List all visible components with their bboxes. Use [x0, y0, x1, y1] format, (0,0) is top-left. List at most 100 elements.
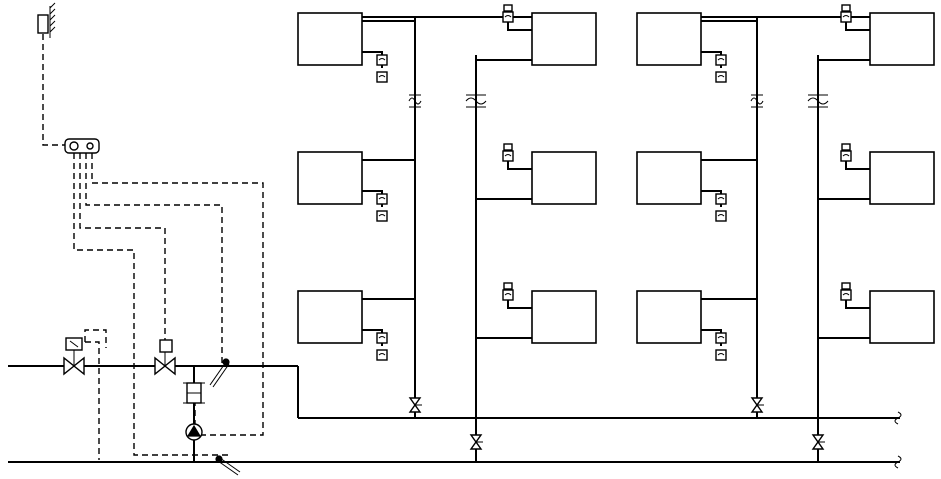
radiator: [297, 12, 363, 66]
valve-head: [841, 143, 851, 151]
valve-mark: [717, 353, 725, 356]
valve-body: [840, 150, 852, 162]
valve-body: [376, 210, 388, 222]
radiator-unit: [636, 151, 757, 222]
valve-body: [840, 11, 852, 23]
valve-mark: [717, 214, 725, 217]
motorized-valve-primary: [63, 337, 85, 376]
valve-body: [502, 289, 514, 301]
radiator: [636, 290, 702, 344]
radiator-unit: [297, 151, 415, 222]
valve-head: [841, 4, 851, 12]
main-continuation-marks: [894, 411, 902, 469]
mixing-valve: [154, 339, 176, 376]
valve-mark: [717, 336, 725, 339]
valve-head: [503, 143, 513, 151]
risers: [362, 16, 870, 462]
riser-shutoff-valves: [408, 397, 825, 450]
supply-temperature-sensor: [209, 358, 230, 388]
valve-head: [503, 282, 513, 290]
radiator-unit: [818, 4, 935, 66]
radiator: [636, 151, 702, 205]
radiator-unit: [636, 290, 757, 361]
valve-mark: [378, 214, 386, 217]
valve-mark: [378, 58, 386, 61]
thermostatic-valve: [376, 193, 388, 205]
valve-body: [502, 150, 514, 162]
thermostatic-valve: [840, 289, 852, 301]
radiator: [869, 12, 935, 66]
thermostatic-valve: [715, 193, 727, 205]
radiator-unit: [818, 282, 935, 344]
valve-body: [376, 193, 388, 205]
valve-body: [715, 349, 727, 361]
valve-mark: [717, 58, 725, 61]
valve-mark: [842, 15, 850, 18]
radiator-unit: [476, 282, 597, 344]
radiator: [869, 290, 935, 344]
valve-mark: [717, 75, 725, 78]
radiator: [297, 290, 363, 344]
valve-body: [376, 71, 388, 83]
thermostatic-valve: [502, 11, 514, 23]
valve-body: [840, 289, 852, 301]
circulation-pump: [185, 423, 203, 441]
valve-mark: [842, 293, 850, 296]
radiator-unit: [476, 143, 597, 205]
valve-mark: [717, 197, 725, 200]
return-main: [8, 366, 900, 463]
supply-main: [8, 365, 299, 418]
outdoor-sensor: [37, 2, 56, 38]
thermostatic-valve: [840, 150, 852, 162]
thermostatic-valve: [715, 349, 727, 361]
thermostatic-valve: [502, 150, 514, 162]
valve-mark: [504, 15, 512, 18]
radiator: [531, 12, 597, 66]
control-wiring: [42, 34, 264, 460]
radiator: [636, 12, 702, 66]
valve-body: [715, 71, 727, 83]
valve-body: [502, 11, 514, 23]
radiator: [531, 290, 597, 344]
thermostatic-valve: [376, 349, 388, 361]
controller-unit: [64, 138, 100, 154]
valve-body: [376, 332, 388, 344]
thermostatic-valve: [376, 71, 388, 83]
radiator: [531, 151, 597, 205]
thermostatic-valve: [715, 71, 727, 83]
radiator: [297, 151, 363, 205]
radiator-unit: [818, 143, 935, 205]
valve-head: [503, 4, 513, 12]
radiator-group: [297, 4, 935, 361]
radiator-unit: [476, 4, 597, 66]
valve-body: [715, 193, 727, 205]
radiator-unit: [636, 12, 757, 83]
valve-mark: [504, 154, 512, 157]
radiator-unit: [297, 290, 415, 361]
valve-body: [715, 332, 727, 344]
valve-body: [715, 210, 727, 222]
pipe-break-symbols: [408, 94, 829, 108]
thermostatic-valve: [502, 289, 514, 301]
thermostatic-valve: [715, 332, 727, 344]
valve-mark: [504, 293, 512, 296]
valve-mark: [378, 353, 386, 356]
valve-mark: [378, 336, 386, 339]
thermostatic-valve: [715, 54, 727, 66]
valve-mark: [378, 75, 386, 78]
thermostatic-valve: [376, 54, 388, 66]
valve-body: [376, 54, 388, 66]
valve-body: [715, 54, 727, 66]
radiator-unit: [297, 12, 415, 83]
thermostatic-valve: [715, 210, 727, 222]
valve-mark: [842, 154, 850, 157]
valve-head: [841, 282, 851, 290]
valve-mark: [378, 197, 386, 200]
valve-body: [376, 349, 388, 361]
thermostatic-valve: [840, 11, 852, 23]
radiator: [869, 151, 935, 205]
thermostatic-valve: [376, 332, 388, 344]
thermostatic-valve: [376, 210, 388, 222]
